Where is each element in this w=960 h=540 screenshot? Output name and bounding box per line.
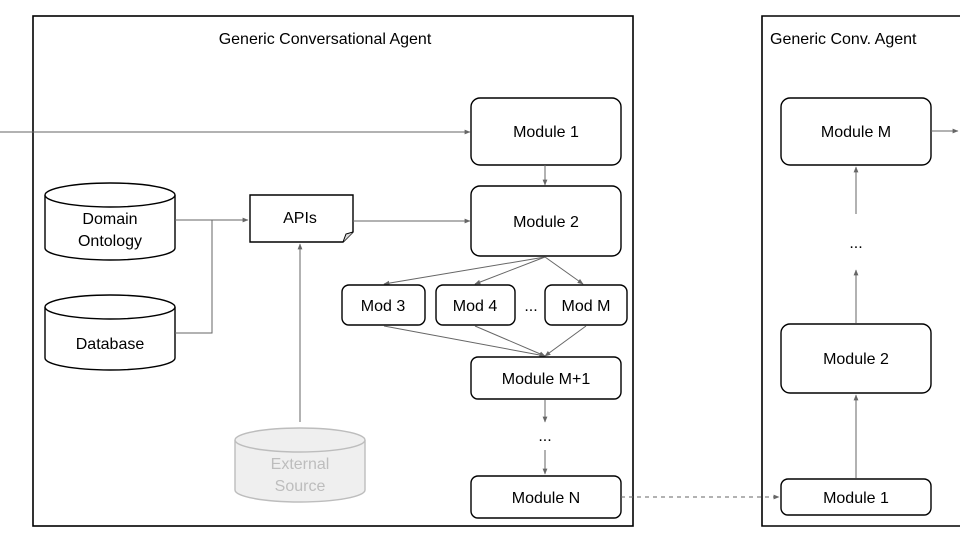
mod-4-node[interactable]: Mod 4 <box>435 284 516 326</box>
mod-m-label: Mod M <box>562 298 611 315</box>
main-agent-title: Generic Conversational Agent <box>219 31 432 48</box>
mod-3-node[interactable]: Mod 3 <box>341 284 426 326</box>
external-source-label-2: Source <box>275 478 326 495</box>
module-m-plus-1-label: Module M+1 <box>502 371 591 388</box>
second-module-m-node[interactable]: Module M <box>780 97 932 166</box>
apis-node[interactable]: APIs <box>249 194 354 243</box>
module-1-label: Module 1 <box>513 124 579 141</box>
domain-ontology-label-1: Domain <box>82 211 137 228</box>
second-module-m-label: Module M <box>821 124 891 141</box>
edge-mod3-mm1 <box>383 325 546 358</box>
edge-m2-modm <box>544 256 584 285</box>
mod-4-label: Mod 4 <box>453 298 498 315</box>
apis-label: APIs <box>283 210 317 227</box>
second-module-1-node[interactable]: Module 1 <box>780 478 932 516</box>
mod-3-label: Mod 3 <box>361 298 406 315</box>
database-label: Database <box>76 336 145 353</box>
edge-m2-mod3 <box>383 256 546 286</box>
second-module-2-node[interactable]: Module 2 <box>780 323 932 394</box>
module-vertical-ellipsis: ... <box>538 428 551 445</box>
module-m-plus-1-node[interactable]: Module M+1 <box>470 356 622 400</box>
external-source-cylinder[interactable]: External Source <box>234 427 366 503</box>
edge-mod4-mm1 <box>474 325 546 357</box>
second-module-1-label: Module 1 <box>823 490 889 507</box>
second-agent-frame <box>761 15 960 527</box>
module-1-node[interactable]: Module 1 <box>470 97 622 166</box>
main-agent-frame <box>32 15 634 527</box>
edge-m2-mod4 <box>474 256 546 285</box>
second-agent-title: Generic Conv. Agent <box>770 31 917 48</box>
module-2-node[interactable]: Module 2 <box>470 185 622 257</box>
database-cylinder[interactable]: Database <box>44 294 176 371</box>
external-source-label-1: External <box>271 456 330 473</box>
mod-ellipsis: ... <box>524 298 537 315</box>
domain-ontology-cylinder[interactable]: Domain Ontology <box>44 182 176 261</box>
mod-m-node[interactable]: Mod M <box>544 284 628 326</box>
edge-modm-mm1 <box>544 325 587 357</box>
second-module-2-label: Module 2 <box>823 351 889 368</box>
domain-ontology-label-2: Ontology <box>78 233 142 250</box>
edge-ontology-apis <box>175 219 213 334</box>
module-n-label: Module N <box>512 490 580 507</box>
module-n-node[interactable]: Module N <box>470 475 622 519</box>
second-vertical-ellipsis: ... <box>849 235 862 252</box>
module-2-label: Module 2 <box>513 214 579 231</box>
